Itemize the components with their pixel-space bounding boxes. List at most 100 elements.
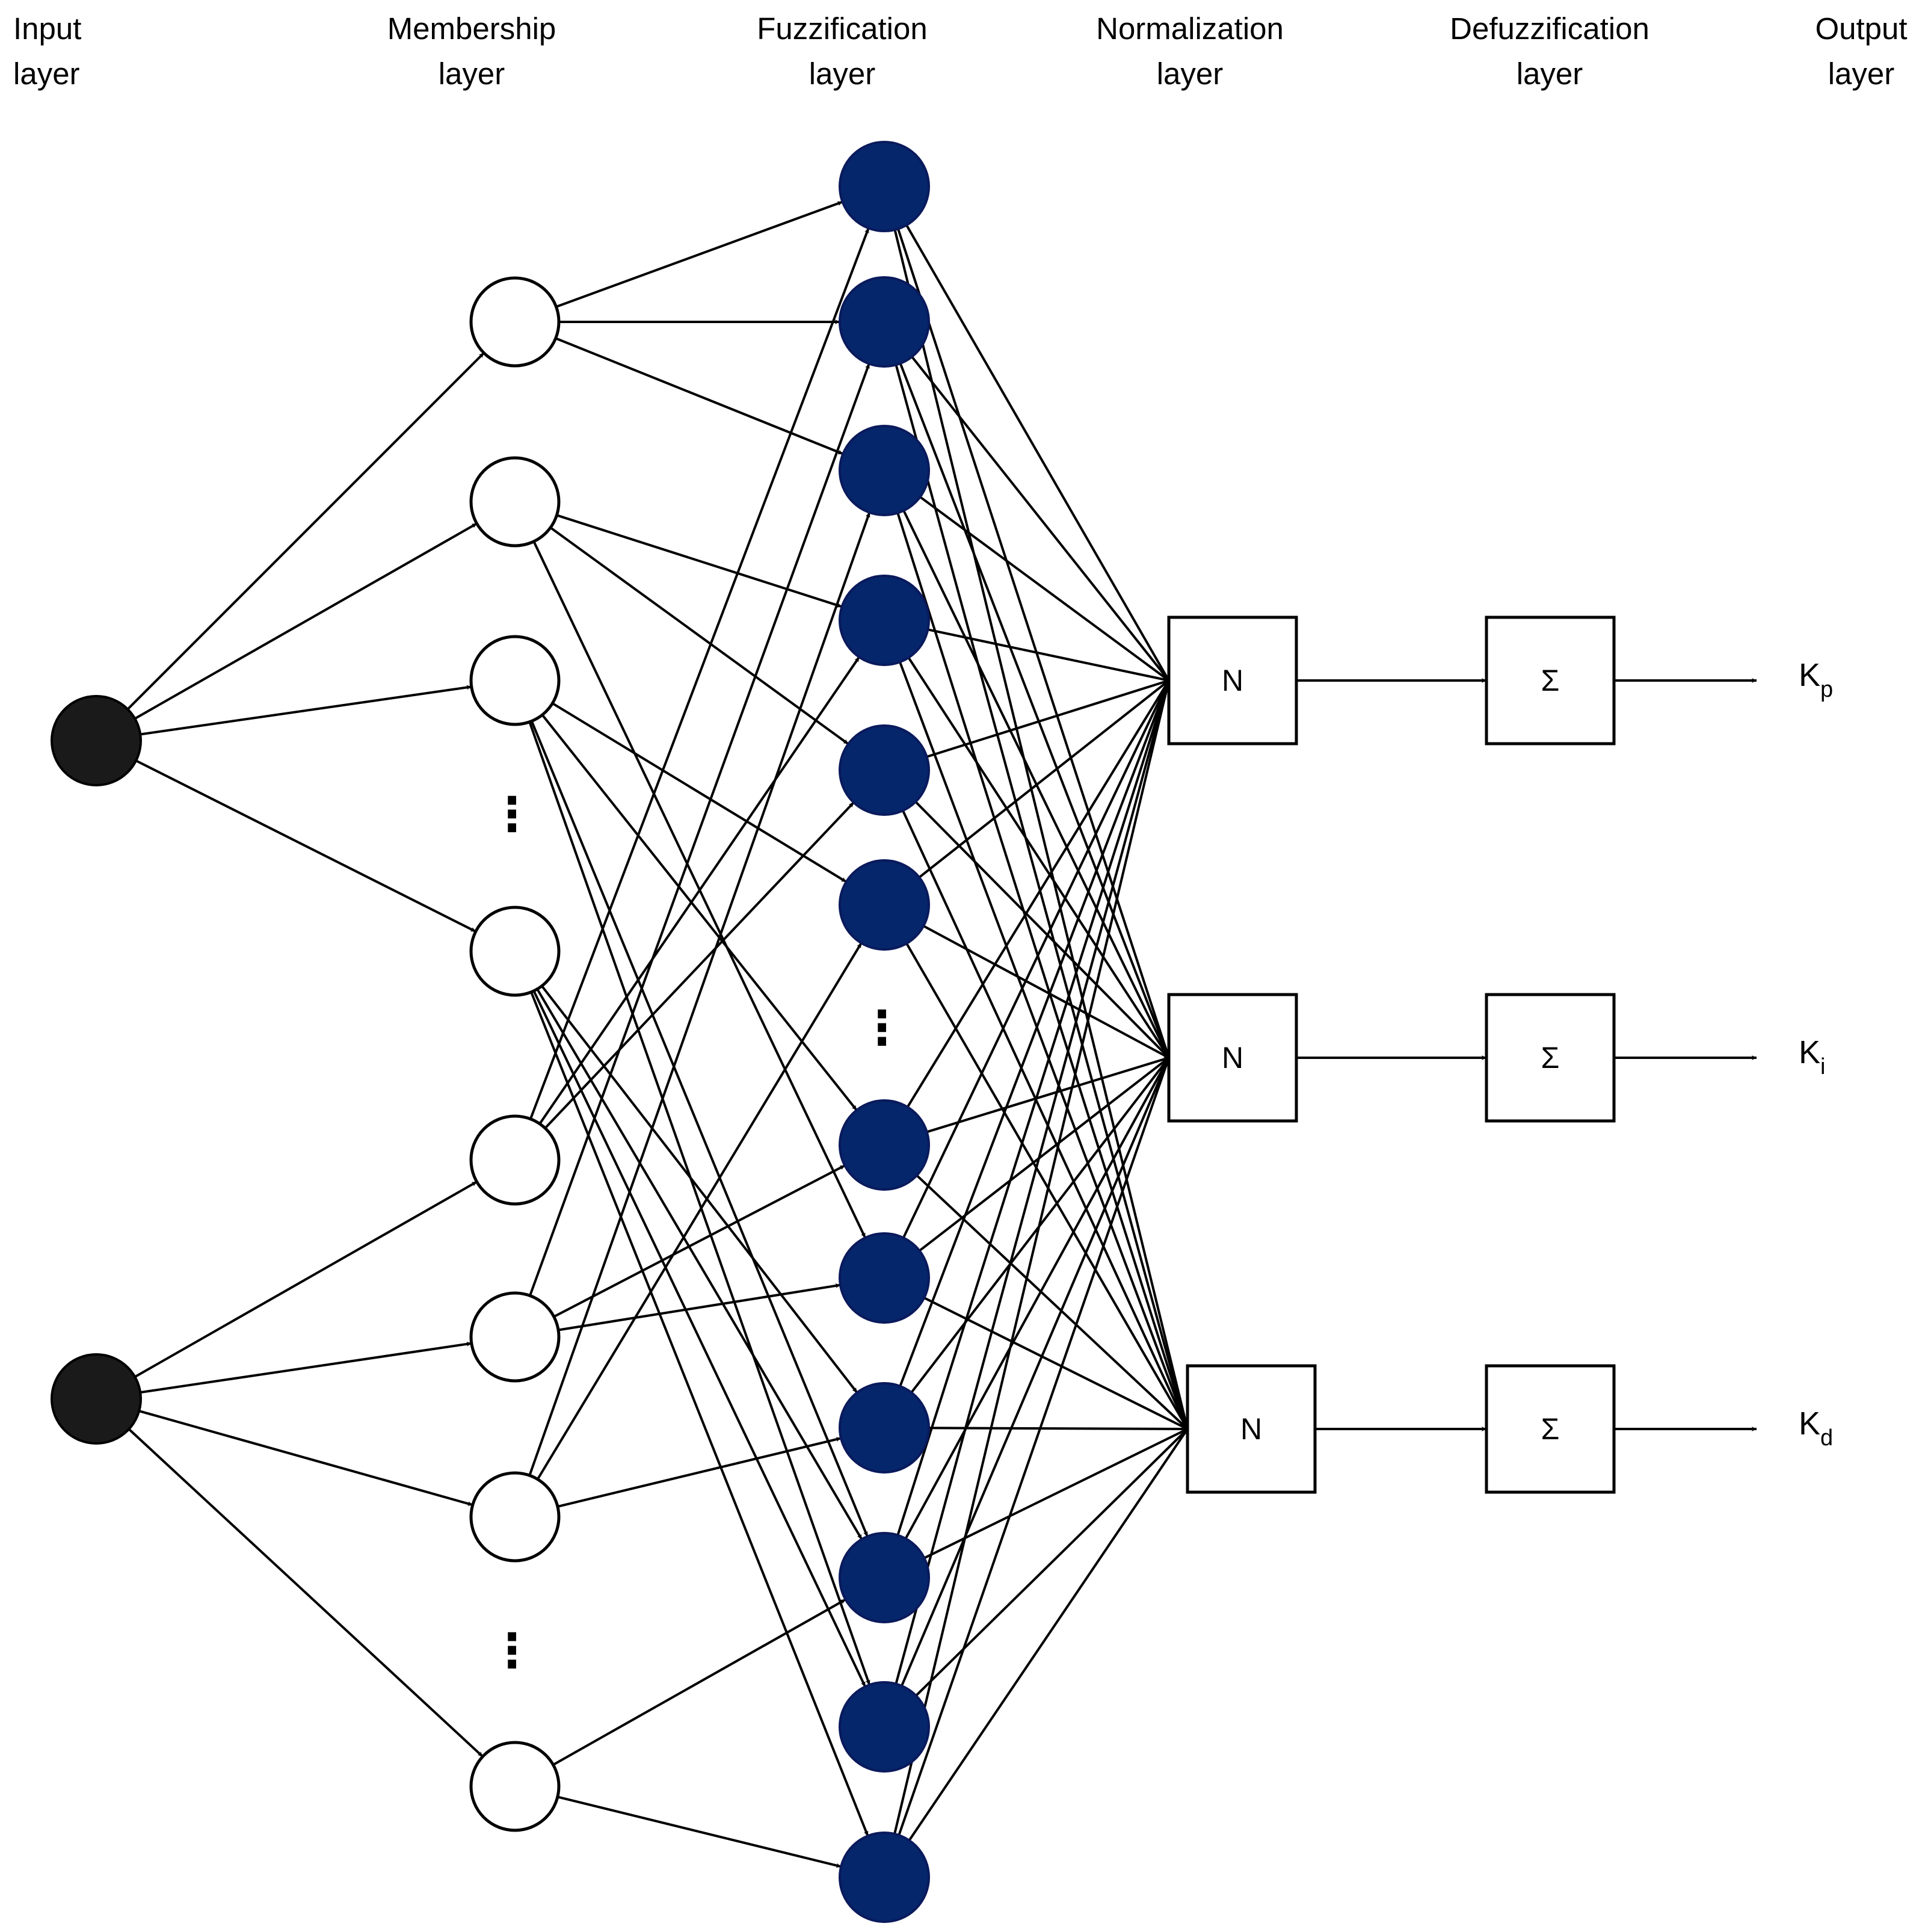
summation-box xyxy=(1485,616,1616,745)
connection-line xyxy=(902,680,1170,1239)
connection-line xyxy=(915,1428,1189,1697)
normalization-box-label: N xyxy=(1222,1041,1243,1075)
input-layer-heading: Input layer xyxy=(13,11,81,91)
connection-line xyxy=(532,990,866,1688)
connection-line xyxy=(134,522,478,720)
input-node xyxy=(51,1353,142,1445)
fuzzification-node xyxy=(839,276,930,368)
connection-line xyxy=(537,942,863,1480)
membership-node xyxy=(469,1114,561,1206)
connection-line xyxy=(530,992,869,1837)
membership-node xyxy=(469,1741,561,1832)
output-layer-heading-line1: Output xyxy=(1815,11,1907,46)
membership-layer-heading: Membership layer xyxy=(387,11,556,91)
input-layer-heading-line1: Input xyxy=(13,11,81,46)
membership-layer-heading-line1: Membership xyxy=(387,11,556,46)
connection-line xyxy=(556,514,843,608)
connection-line xyxy=(544,801,855,1129)
connection-line xyxy=(905,943,1189,1430)
connection-line xyxy=(923,925,1169,1059)
connection-line xyxy=(907,656,1170,1059)
output-layer-heading: Output layer xyxy=(1815,11,1907,91)
normalization-box-label: N xyxy=(1240,1412,1262,1446)
normalization-nodes: N N N xyxy=(1167,616,1317,1494)
connection-line xyxy=(541,985,858,1393)
connection-line xyxy=(555,200,843,308)
connection-line xyxy=(538,656,860,1125)
connection-line xyxy=(530,720,869,1537)
connection-line xyxy=(128,1428,484,1758)
connection-line xyxy=(528,721,871,1685)
connection-line xyxy=(919,1057,1170,1252)
normalization-box xyxy=(1186,1364,1317,1494)
output-labels: Kp Ki Kd xyxy=(1799,657,1833,1451)
normalization-layer-heading-line1: Normalization xyxy=(1096,11,1284,46)
membership-ellipsis: ⋮ xyxy=(488,788,535,841)
connection-line xyxy=(549,526,849,745)
membership-nodes: ⋮ ⋮ xyxy=(469,276,561,1832)
output-label-kp: Kp xyxy=(1799,657,1833,702)
input-nodes xyxy=(51,695,142,1445)
connection-line xyxy=(914,801,1170,1059)
fuzzification-node xyxy=(839,1099,930,1191)
connection-line xyxy=(926,679,1169,758)
membership-ellipsis: ⋮ xyxy=(488,1624,535,1677)
connection-line xyxy=(906,679,1170,1108)
connection-line xyxy=(911,356,1170,682)
fuzzification-layer-heading-line1: Fuzzification xyxy=(757,11,927,46)
summation-box-label: Σ xyxy=(1541,1041,1560,1075)
connection-line xyxy=(895,680,1170,1685)
fuzzification-node xyxy=(839,724,930,816)
defuzzification-layer-heading-line1: Defuzzification xyxy=(1450,11,1649,46)
fuzzification-nodes: ⋮ xyxy=(839,141,930,1923)
fuzzification-node xyxy=(839,575,930,666)
fuzzification-node xyxy=(839,1681,930,1773)
layer-headings: Input layer Membership layer Fuzzificati… xyxy=(13,11,1908,91)
fuzzification-node xyxy=(839,1532,930,1623)
connection-line xyxy=(528,512,871,1476)
summation-box xyxy=(1485,1364,1616,1494)
output-label-kd: Kd xyxy=(1799,1406,1833,1451)
connection-line xyxy=(905,224,1170,681)
connection-line xyxy=(901,1057,1170,1687)
defuzzification-layer-heading: Defuzzification layer xyxy=(1450,11,1649,91)
connection-line xyxy=(898,1057,1170,1836)
connection-line xyxy=(541,714,858,1111)
connection-line xyxy=(893,229,1189,1430)
connection-line xyxy=(896,512,1189,1430)
connection-line xyxy=(895,364,1189,1430)
fuzzification-layer-heading-line2: layer xyxy=(809,57,876,91)
membership-node xyxy=(469,906,561,997)
input-node xyxy=(51,695,142,786)
connection-line xyxy=(896,680,1170,1536)
connection-line xyxy=(134,1180,478,1378)
connection-line xyxy=(904,1057,1170,1540)
defuzzification-nodes: Σ Σ Σ xyxy=(1485,616,1616,1494)
connection-line xyxy=(140,1341,472,1394)
connection-line xyxy=(552,702,847,883)
connection-line xyxy=(140,685,472,736)
connection-line xyxy=(908,1428,1189,1841)
fuzzification-node xyxy=(839,1232,930,1324)
fuzzification-ellipsis: ⋮ xyxy=(858,1001,905,1054)
fuzzification-node xyxy=(839,1382,930,1474)
membership-node xyxy=(469,1471,561,1563)
connection-line xyxy=(928,1426,1188,1431)
connection-line xyxy=(893,680,1171,1835)
fuzzification-node xyxy=(839,859,930,951)
connection-line xyxy=(135,759,476,933)
connection-line xyxy=(923,1428,1188,1560)
connection-line xyxy=(899,363,1170,1058)
connection-line xyxy=(897,228,1170,1058)
output-label-base: K xyxy=(1799,1034,1820,1070)
fuzzification-node xyxy=(839,425,930,516)
normalization-layer-heading-line2: layer xyxy=(1157,57,1224,91)
summation-box-label: Σ xyxy=(1541,1412,1560,1446)
membership-node xyxy=(469,1291,561,1383)
input-layer-heading-line2: layer xyxy=(13,57,80,91)
membership-node xyxy=(469,456,561,548)
output-label-ki: Ki xyxy=(1799,1034,1825,1079)
output-label-subscript: p xyxy=(1820,677,1833,702)
connection-line xyxy=(553,1164,846,1318)
connection-line xyxy=(899,680,1170,1387)
